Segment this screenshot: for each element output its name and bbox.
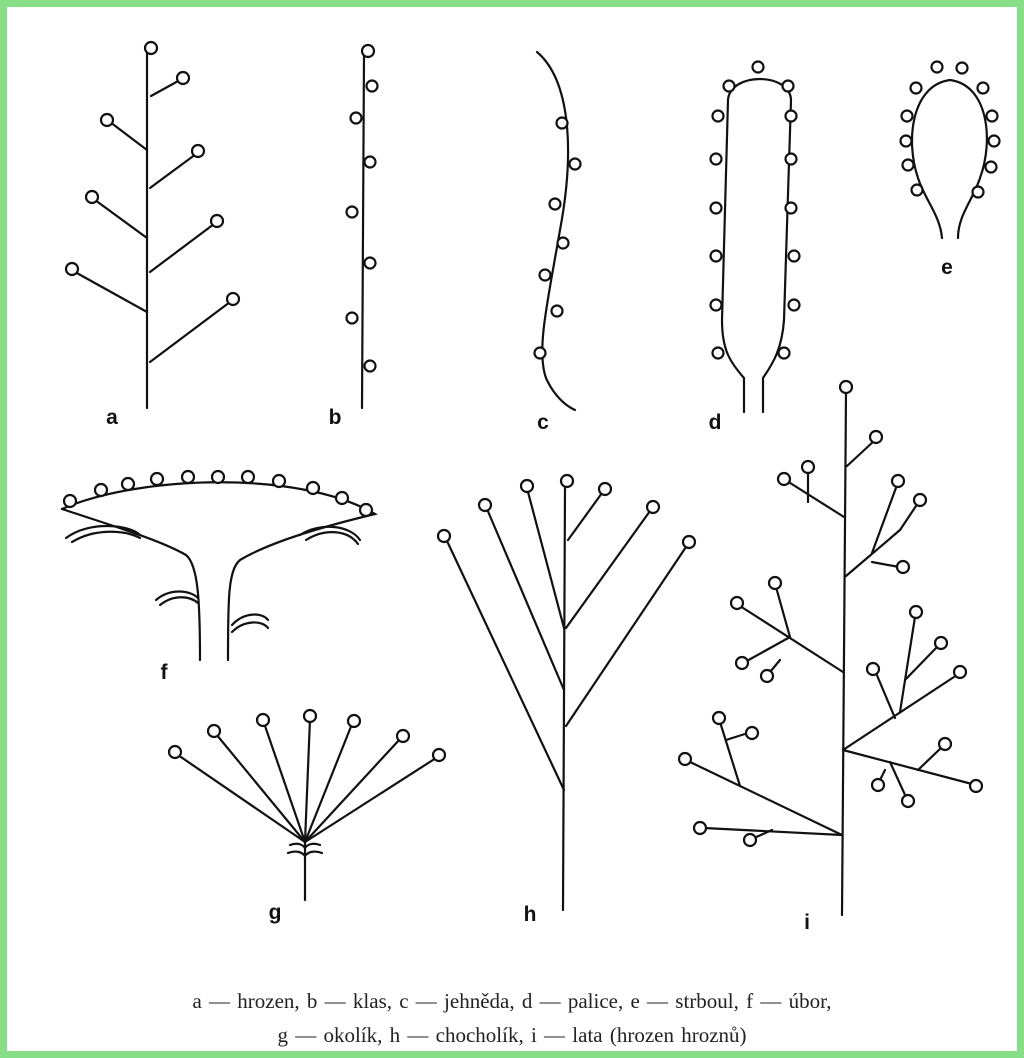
figure-caption: a — hrozen, b — klas, c — jehněda, d — p… [7,984,1017,1052]
inflorescence-diagram [7,7,1017,977]
panel-label-c: c [537,412,549,433]
panel-b-spike [347,45,378,408]
panel-f-capitulum [62,471,375,660]
panel-label-b: b [329,407,342,428]
caption-line-2: g — okolík, h — chocholík, i — lata (hro… [7,1018,1017,1052]
panel-e-head [901,62,1000,239]
panel-c-catkin [535,52,581,410]
panel-label-e: e [941,257,953,278]
panel-a-raceme [66,42,239,408]
caption-line-1: a — hrozen, b — klas, c — jehněda, d — p… [7,984,1017,1018]
panel-label-i: i [804,912,810,933]
panel-label-d: d [709,412,722,433]
panel-i-panicle [679,381,982,915]
panel-label-a: a [106,407,118,428]
figure-frame: a b c d e f g h i a — hrozen, b — klas, … [7,7,1017,1051]
panel-label-h: h [524,904,537,925]
panel-label-g: g [269,902,282,923]
panel-h-corymb [438,475,695,910]
panel-label-f: f [161,662,168,683]
panel-g-umbel [169,710,445,900]
panel-d-spadix [711,62,800,413]
